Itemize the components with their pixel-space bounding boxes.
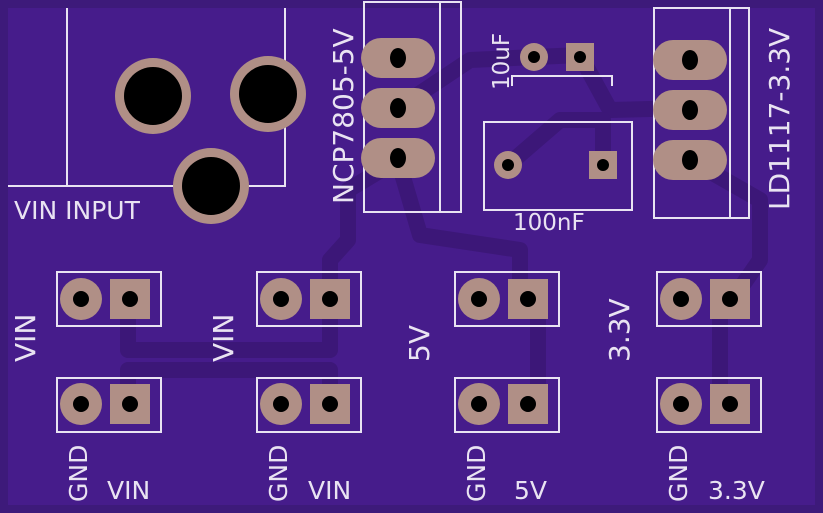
cap-10uf-outline xyxy=(511,75,613,86)
vin-input-label: VIN INPUT xyxy=(14,196,140,225)
ld1117-label: LD1117-3.3V xyxy=(763,27,796,210)
header-vin1-bottom-outline xyxy=(56,377,162,433)
ld1117-pads xyxy=(653,40,727,180)
cap-10uf-label: 10uF xyxy=(489,32,515,90)
ncp7805-label: NCP7805-5V xyxy=(327,28,360,204)
header-vin2-bottom-outline xyxy=(256,377,362,433)
header-3v3-bottom-outline xyxy=(656,377,762,433)
cap-10uf-pads xyxy=(520,43,594,71)
header-3v3-top-label: 3.3V xyxy=(603,298,636,362)
header-3v3-bottom-label: GND xyxy=(664,444,693,502)
header-vin1-bottom-label: GND xyxy=(64,444,93,502)
header-3v3-top-outline xyxy=(656,271,762,327)
header-5v-footer-label: 5V xyxy=(514,476,548,505)
header-pads xyxy=(60,278,750,425)
header-vin1-top-label: VIN xyxy=(9,313,42,362)
header-5v-bottom-outline xyxy=(454,377,560,433)
header-5v-top-outline xyxy=(454,271,560,327)
vin-jack-pads xyxy=(115,56,306,224)
header-vin1-footer-label: VIN xyxy=(107,476,151,505)
ncp7805-pads xyxy=(361,38,435,178)
trace-cap-link xyxy=(500,112,611,173)
trace-3v3-to-header xyxy=(682,152,768,304)
header-5v-top-label: 5V xyxy=(403,325,436,362)
trace-vin-bus xyxy=(120,288,338,358)
header-vin2-top-outline xyxy=(256,271,362,327)
header-vin2-bottom-label: GND xyxy=(264,444,293,502)
header-5v-bottom-label: GND xyxy=(462,444,491,502)
cap-100nf-outline xyxy=(483,121,633,211)
header-vin1-top-outline xyxy=(56,271,162,327)
cap-100nf-label: 100nF xyxy=(513,210,585,236)
cap-100nf-pads xyxy=(494,151,617,179)
header-3v3-footer-label: 3.3V xyxy=(708,476,765,505)
header-vin2-top-label: VIN xyxy=(207,313,240,362)
header-vin2-footer-label: VIN xyxy=(308,476,352,505)
